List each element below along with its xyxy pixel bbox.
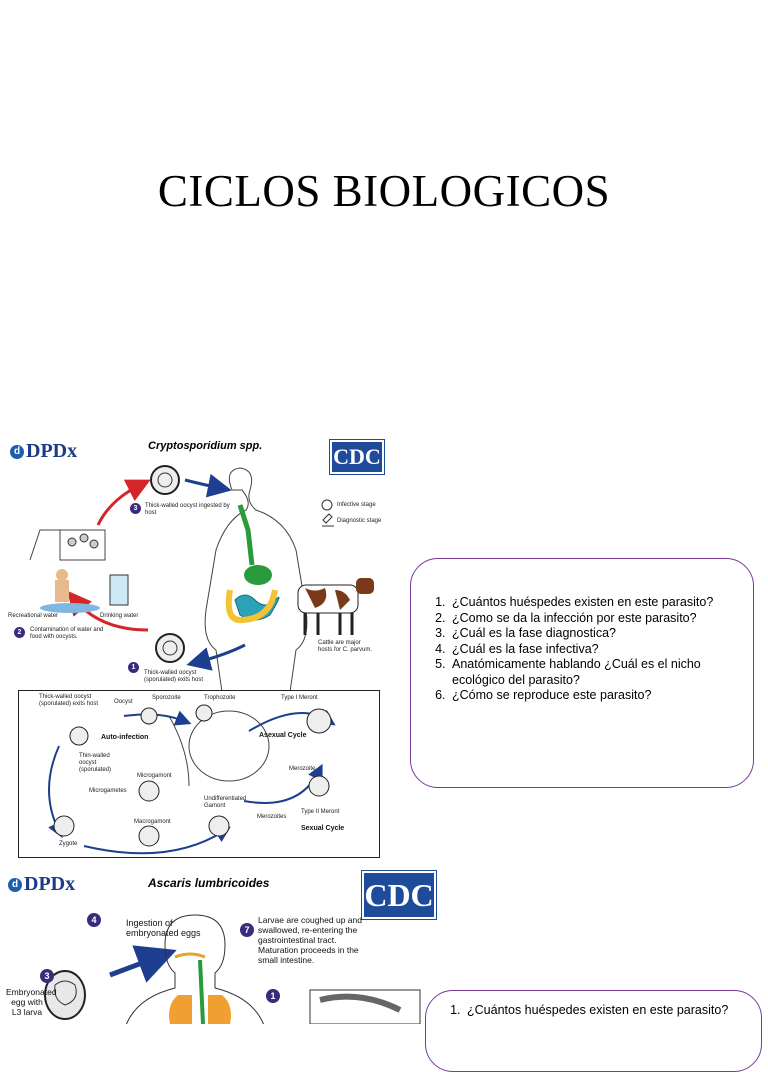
inset-zygote: Zygote: [59, 841, 78, 847]
swimmer-illustration: [29, 529, 129, 613]
label-drinking: Drinking water: [100, 613, 139, 619]
stomach: [244, 565, 272, 585]
ascaris-blue-arrow: [109, 945, 177, 983]
question-item: ¿Cuál es la fase infectiva?: [449, 642, 753, 658]
questions-box-1: ¿Cuántos huéspedes existen en este paras…: [410, 558, 754, 788]
inset-undiff: Undifferentiated Gamont: [204, 796, 247, 809]
inset-oocyst: Oocyst: [114, 699, 133, 705]
inset-sexual: Sexual Cycle: [301, 825, 345, 832]
label-ingested: Thick-walled oocyst ingested by host: [145, 503, 230, 516]
step-2-badge: 2: [14, 627, 25, 638]
dpdx-logo-icon: d: [8, 878, 22, 893]
crypto-inset-cycle: Thick-walled oocyst (sporulated) exits h…: [18, 690, 380, 858]
label-exits: Thick-walled oocyst (sporulated) exits h…: [144, 670, 204, 683]
human-outline: [204, 467, 308, 690]
biohazard-icon: [321, 499, 333, 511]
questions-list-2: ¿Cuántos huéspedes existen en este paras…: [426, 1003, 761, 1019]
questions-box-2: ¿Cuántos huéspedes existen en este paras…: [425, 990, 762, 1072]
label-cattle: Cattle are major hosts for C. parvum.: [318, 640, 373, 653]
inset-thick-walled: Thick-walled oocyst (sporulated) exits h…: [39, 694, 99, 707]
cdc-logo: CDC: [329, 439, 385, 475]
red-arrow-top: [96, 479, 151, 526]
ascaris-human-outline: [126, 914, 264, 1024]
blue-arrow-top: [184, 473, 232, 498]
crypto-cycle-art: [29, 465, 374, 690]
inset-microgametes: Microgametes: [89, 788, 127, 794]
inset-merozoite: Merozoite: [289, 766, 316, 772]
microscope-icon: [322, 513, 334, 527]
step-4-badge: 4: [87, 913, 101, 927]
label-recreational: Recreational water: [8, 613, 59, 619]
ascaris-nasal: [174, 952, 206, 959]
ascaris-art: [44, 914, 421, 1024]
ascaris-title: Ascaris lumbricoides: [148, 876, 270, 890]
step-1-badge: 1: [128, 662, 139, 673]
ascaris-lung-left: [169, 995, 192, 1024]
label-embryonated: Embryonated egg with L3 larva: [6, 987, 57, 1017]
embryonated-egg: [44, 970, 86, 1020]
slide-title: CICLOS BIOLOGICOS: [157, 166, 611, 216]
blue-arrow-bottom: [186, 643, 246, 671]
oocyst-top: [150, 465, 180, 495]
crypto-title: Cryptosporidium spp.: [148, 440, 263, 452]
question-item: ¿Como se da la infección por este parasi…: [449, 611, 753, 627]
inset-thin-walled: Thin-walled oocyst (sporulated): [79, 753, 112, 773]
worm-illustration: [319, 993, 402, 1013]
step-3-ascaris-badge: 3: [40, 969, 54, 983]
label-larvae: Larvae are coughed up and swallowed, re-…: [258, 915, 362, 965]
oocyst-bottom: [155, 633, 185, 663]
inset-cycle-art: [48, 704, 336, 855]
question-item: Anatómicamente hablando ¿Cuál es el nich…: [449, 657, 753, 688]
ascaris-lung-right: [208, 995, 231, 1024]
step-1-ascaris-badge: 1: [266, 989, 280, 1003]
questions-list-1: ¿Cuántos huéspedes existen en este paras…: [411, 595, 753, 704]
step-3-badge: 3: [130, 503, 141, 514]
step-7-badge: 7: [240, 923, 254, 937]
cdc-logo-2: CDC: [361, 870, 437, 920]
inset-macrogamont: Macrogamont: [134, 819, 171, 825]
label-diagnostic: Diagnostic stage: [337, 518, 382, 524]
label-ingestion: Ingestion of embryonated eggs: [126, 918, 201, 938]
ascaris-esophagus: [198, 959, 205, 1024]
inset-asexual: Asexual Cycle: [259, 732, 307, 739]
inset-sporozoite: Sporozoite: [152, 695, 181, 701]
inset-auto-infection: Auto-infection: [101, 734, 149, 741]
dpdx-logo-icon: d: [10, 445, 24, 460]
inset-type-i: Type I Meront: [281, 695, 318, 701]
inset-trophozoite: Trophozoite: [204, 695, 236, 701]
large-intestine: [225, 589, 278, 624]
inset-type-ii: Type II Meront: [301, 809, 340, 815]
question-item: ¿Cuál es la fase diagnostica?: [449, 626, 753, 642]
inset-microgamont: Microgamont: [137, 773, 172, 779]
label-infective: Infective stage: [337, 502, 376, 508]
label-contamination: Contamination of water and food with ooc…: [30, 627, 104, 640]
question-item: ¿Cuántos huéspedes existen en este paras…: [449, 595, 753, 611]
esophagus: [237, 504, 255, 566]
question-item: ¿Cuántos huéspedes existen en este paras…: [464, 1003, 761, 1019]
cow-illustration: [297, 578, 374, 635]
question-item: ¿Cómo se reproduce este parasito?: [449, 688, 753, 704]
inset-merozoites: Merozoites: [257, 814, 287, 820]
